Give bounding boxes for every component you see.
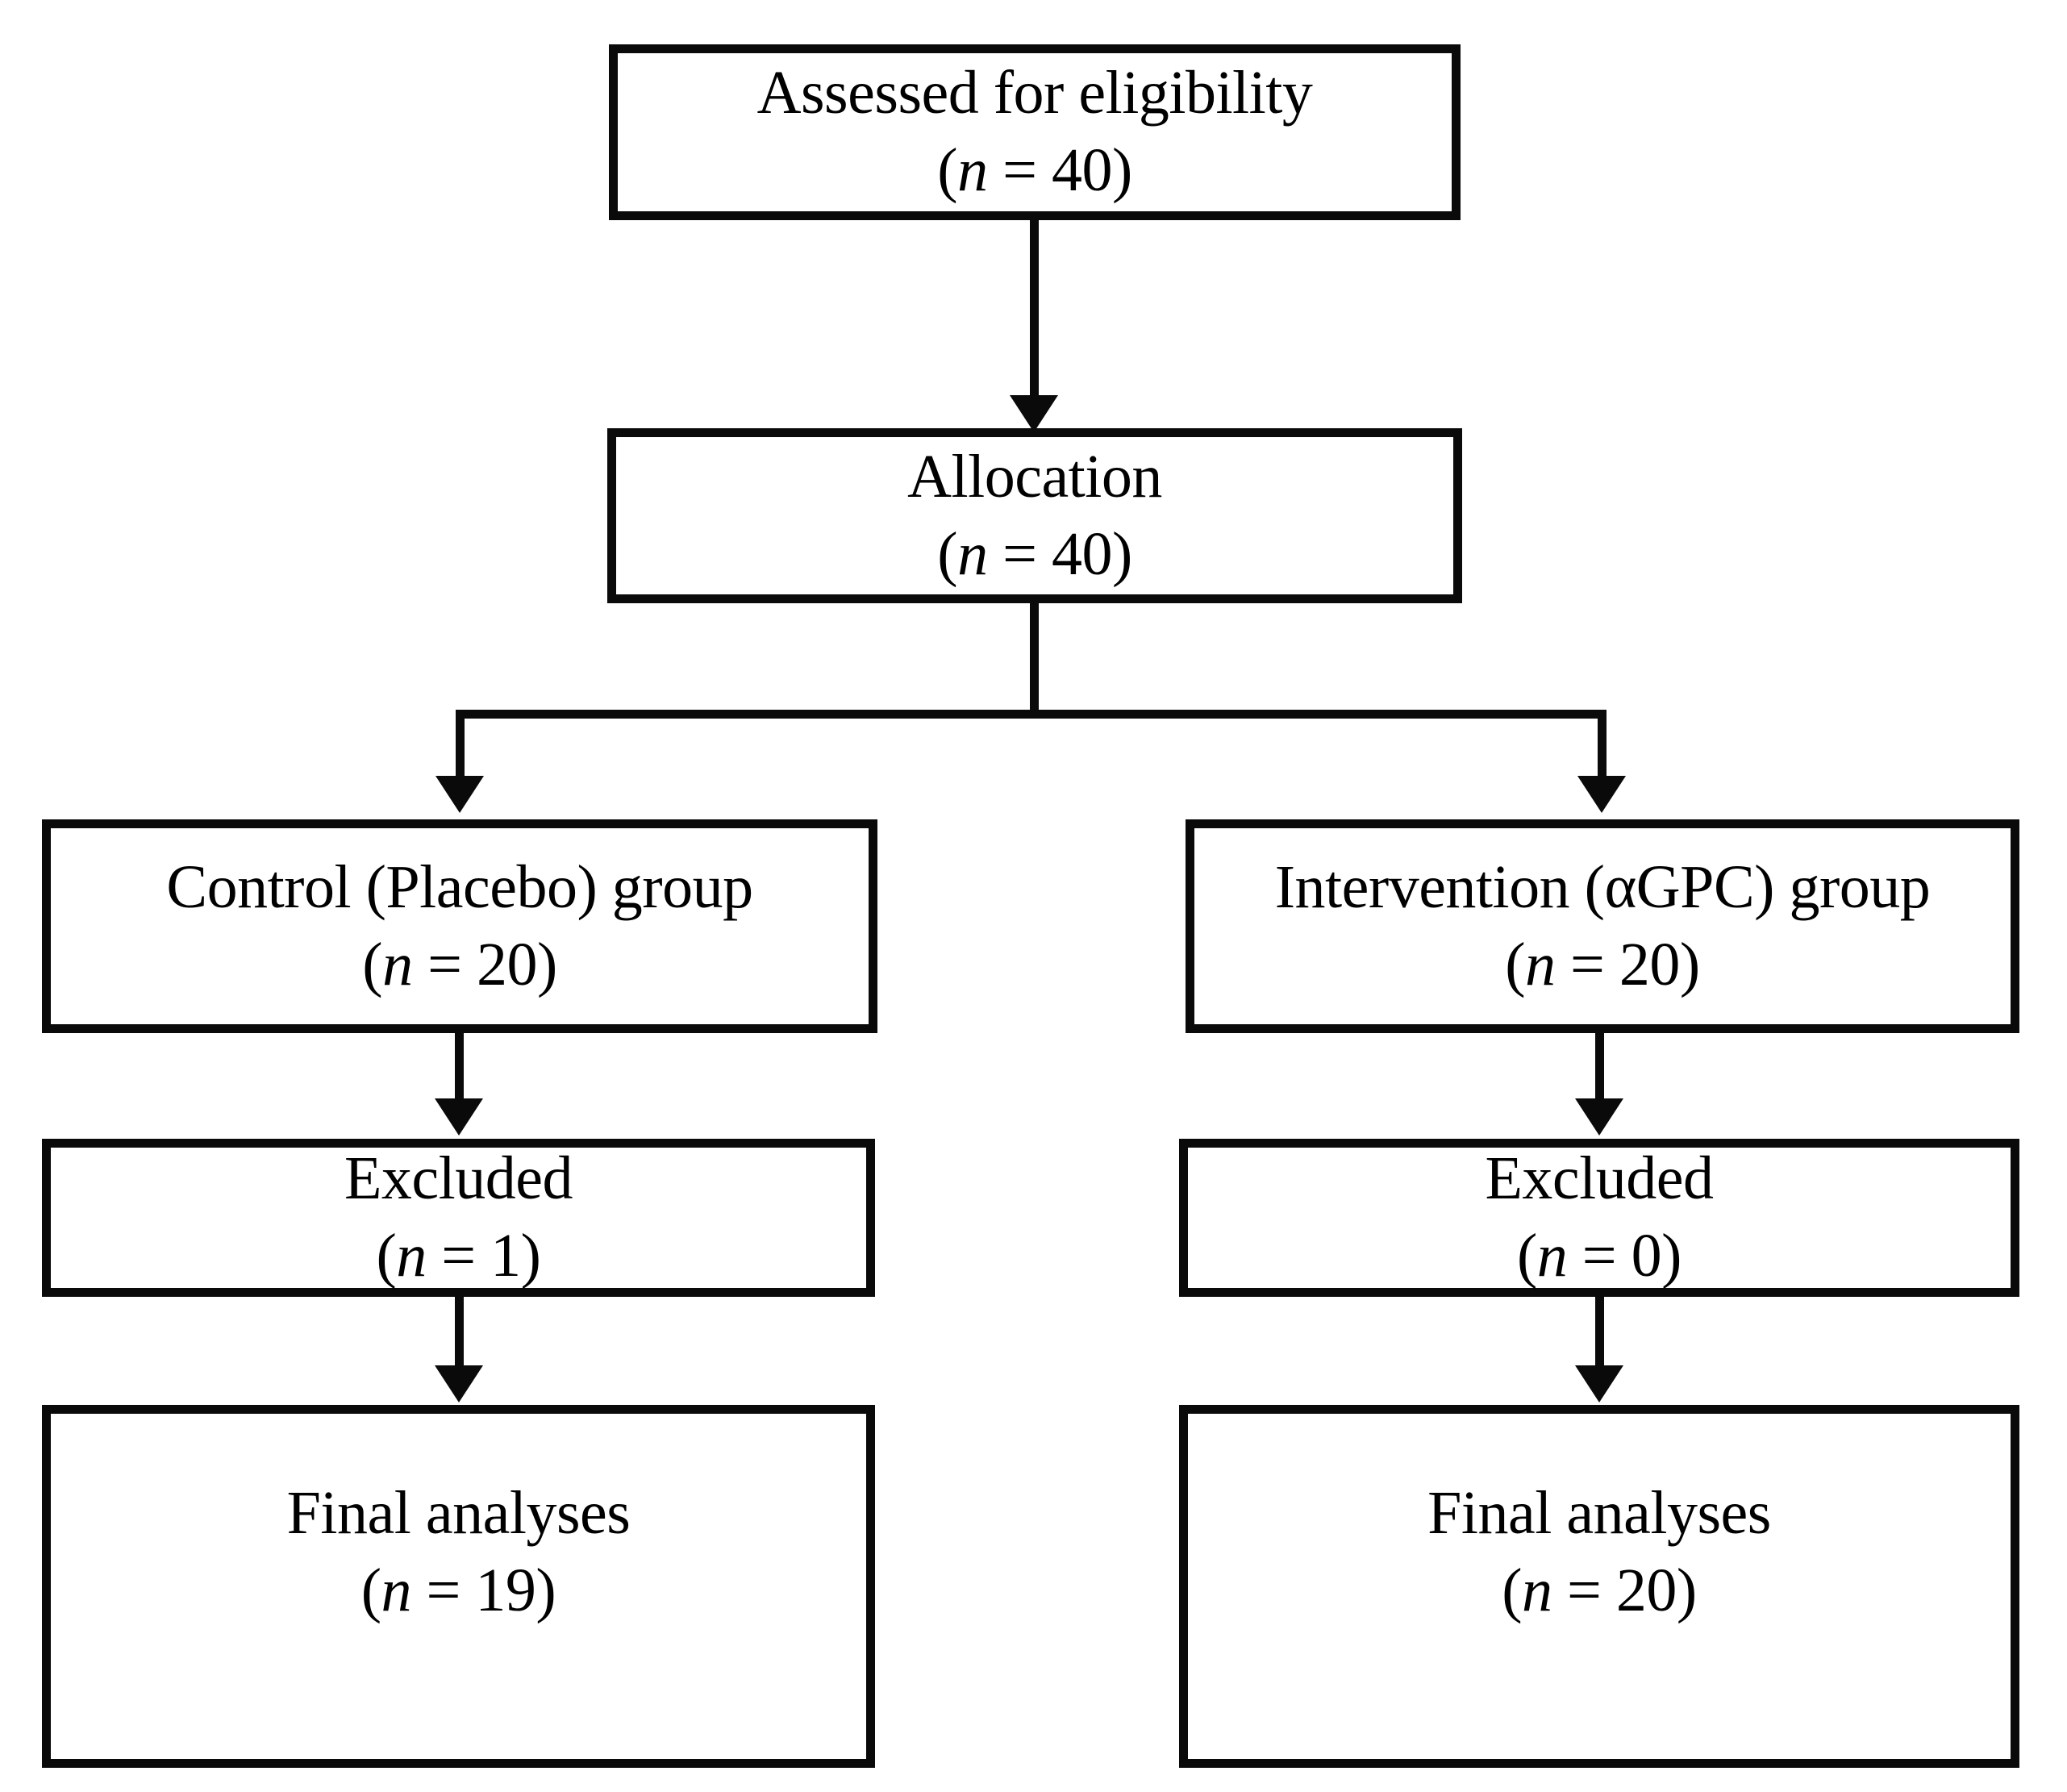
n-value: 0: [1631, 1222, 1662, 1290]
node-label: Assessed for eligibility: [756, 59, 1313, 127]
node-label: Excluded: [1485, 1144, 1714, 1213]
arrow-down-icon: [1010, 395, 1058, 432]
connector-split-right-stem: [1598, 710, 1607, 781]
arrow-down-icon: [1577, 776, 1626, 813]
node-text-stack: Intervention (αGPC) group (n = 20): [1275, 852, 1931, 1001]
arrow-down-icon: [435, 776, 484, 813]
arrow-down-icon: [435, 1365, 483, 1402]
node-label: Excluded: [344, 1144, 573, 1213]
n-value: 40: [1051, 519, 1113, 588]
node-count: (n = 40): [937, 136, 1132, 204]
connector-control-to-excluded: [455, 1033, 464, 1102]
node-label: Control (Placebo) group: [166, 852, 753, 921]
node-text-stack: Allocation (n = 40): [907, 441, 1162, 590]
n-symbol: n: [1536, 1222, 1568, 1290]
arrow-down-icon: [435, 1098, 483, 1136]
node-label: Final analyses: [286, 1479, 631, 1548]
node-count: (n = 40): [937, 519, 1132, 588]
connector-intervention-to-excluded: [1595, 1033, 1604, 1102]
n-value: 20: [1615, 1557, 1677, 1624]
n-value: 20: [1619, 930, 1681, 998]
node-excluded-control: Excluded (n = 1): [42, 1139, 875, 1297]
node-text-stack: Final analyses (n = 20): [1427, 1477, 1771, 1627]
node-count: (n = 1): [376, 1222, 541, 1290]
n-symbol: n: [381, 1557, 412, 1624]
node-allocation: Allocation (n = 40): [607, 428, 1462, 603]
node-text-stack: Excluded (n = 1): [344, 1143, 573, 1292]
node-final-analyses-control: Final analyses (n = 19): [42, 1405, 875, 1768]
node-text-stack: Final analyses (n = 19): [287, 1477, 631, 1627]
node-assessed-for-eligibility: Assessed for eligibility (n = 40): [609, 44, 1461, 220]
node-label: Intervention (αGPC) group: [1274, 852, 1931, 921]
n-symbol: n: [1522, 1557, 1552, 1624]
connector-split-bar: [456, 710, 1607, 719]
n-symbol: n: [957, 519, 988, 588]
connector-excluded-to-final-left: [455, 1297, 464, 1369]
n-symbol: n: [396, 1222, 427, 1290]
arrow-down-icon: [1575, 1098, 1623, 1136]
n-value: 1: [490, 1222, 521, 1290]
node-control-placebo-group: Control (Placebo) group (n = 20): [42, 819, 877, 1033]
n-symbol: n: [382, 930, 413, 998]
connector-excluded-to-final-right: [1595, 1297, 1604, 1369]
node-final-analyses-intervention: Final analyses (n = 20): [1179, 1405, 2019, 1768]
node-label: Final analyses: [1427, 1479, 1771, 1548]
node-text-stack: Assessed for eligibility (n = 40): [757, 57, 1313, 206]
node-text-stack: Excluded (n = 0): [1485, 1143, 1714, 1292]
node-count: (n = 20): [1505, 930, 1700, 998]
node-label: Allocation: [907, 442, 1162, 511]
n-symbol: n: [957, 136, 988, 204]
node-count: (n = 20): [1502, 1557, 1697, 1624]
arrow-down-icon: [1575, 1365, 1623, 1402]
connector-allocation-stem: [1030, 602, 1039, 715]
node-intervention-agpc-group: Intervention (αGPC) group (n = 20): [1186, 819, 2019, 1033]
node-count: (n = 20): [362, 930, 557, 998]
n-symbol: n: [1525, 930, 1556, 998]
n-value: 40: [1051, 136, 1113, 204]
node-count: (n = 0): [1516, 1222, 1682, 1290]
n-value: 20: [476, 930, 538, 998]
connector-assessed-to-allocation: [1030, 219, 1039, 398]
n-value: 19: [475, 1557, 536, 1624]
node-text-stack: Control (Placebo) group (n = 20): [166, 852, 753, 1001]
connector-split-left-stem: [456, 710, 465, 781]
node-excluded-intervention: Excluded (n = 0): [1179, 1139, 2019, 1297]
node-count: (n = 19): [360, 1557, 556, 1624]
